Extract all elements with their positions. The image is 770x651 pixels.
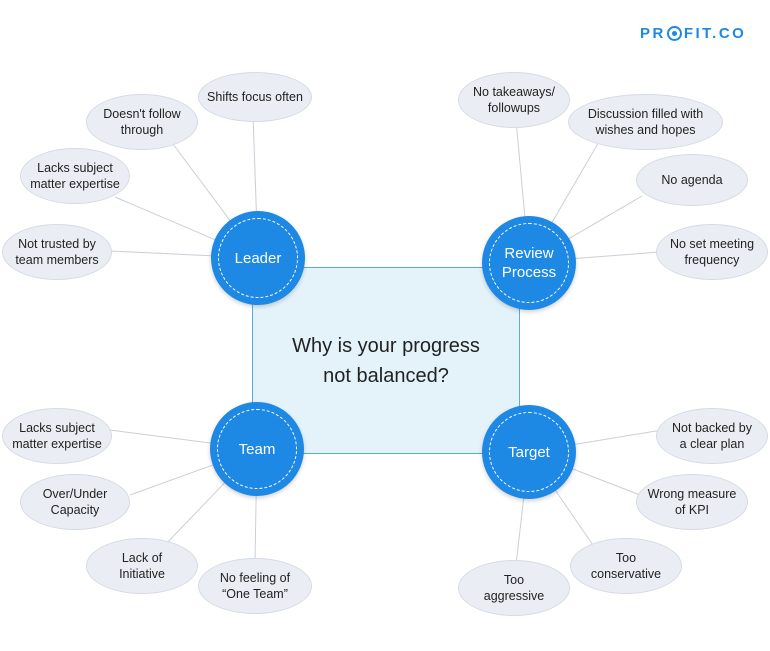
leaf-shifts-focus: Shifts focus often <box>198 72 312 122</box>
leaf-no-meeting-frequency: No set meeting frequency <box>656 224 768 280</box>
leaf-wrong-measure-kpi: Wrong measure of KPI <box>636 474 748 530</box>
leaf-not-trusted: Not trusted by team members <box>2 224 112 280</box>
central-question-title: Why is your progress not balanced? <box>292 334 480 387</box>
leaf-lacks-expertise-team: Lacks subject matter expertise <box>2 408 112 464</box>
leaf-lacks-expertise-leader: Lacks subject matter expertise <box>20 148 130 204</box>
leaf-too-conservative: Too conservative <box>570 538 682 594</box>
hub-team-label: Team <box>238 440 276 458</box>
leaf-no-one-team: No feeling of “One Team” <box>198 558 312 614</box>
leaf-no-agenda: No agenda <box>636 154 748 206</box>
hub-team: Team <box>210 402 304 496</box>
hub-leader: Leader <box>211 211 305 305</box>
profit-co-logo: PR FIT.CO <box>640 22 750 44</box>
leaf-no-takeaways: No takeaways/ followups <box>458 72 570 128</box>
leaf-too-aggressive: Too aggressive <box>458 560 570 616</box>
leaf-discussion-wishes: Discussion filled with wishes and hopes <box>568 94 723 150</box>
hub-review-process-label: Review Process <box>501 245 557 281</box>
hub-target-label: Target <box>508 443 550 461</box>
logo-text-start: PR <box>640 24 666 42</box>
leaf-not-backed-by-plan: Not backed by a clear plan <box>656 408 768 464</box>
hub-target: Target <box>482 405 576 499</box>
leaf-over-under-capacity: Over/Under Capacity <box>20 474 130 530</box>
hub-review-process: Review Process <box>482 216 576 310</box>
logo-text-end: FIT.CO <box>683 24 747 42</box>
hub-leader-label: Leader <box>234 249 282 267</box>
leaf-doesnt-follow-through: Doesn't follow through <box>86 94 198 150</box>
leaf-lack-of-initiative: Lack of Initiative <box>86 538 198 594</box>
logo-o-icon <box>666 25 682 41</box>
